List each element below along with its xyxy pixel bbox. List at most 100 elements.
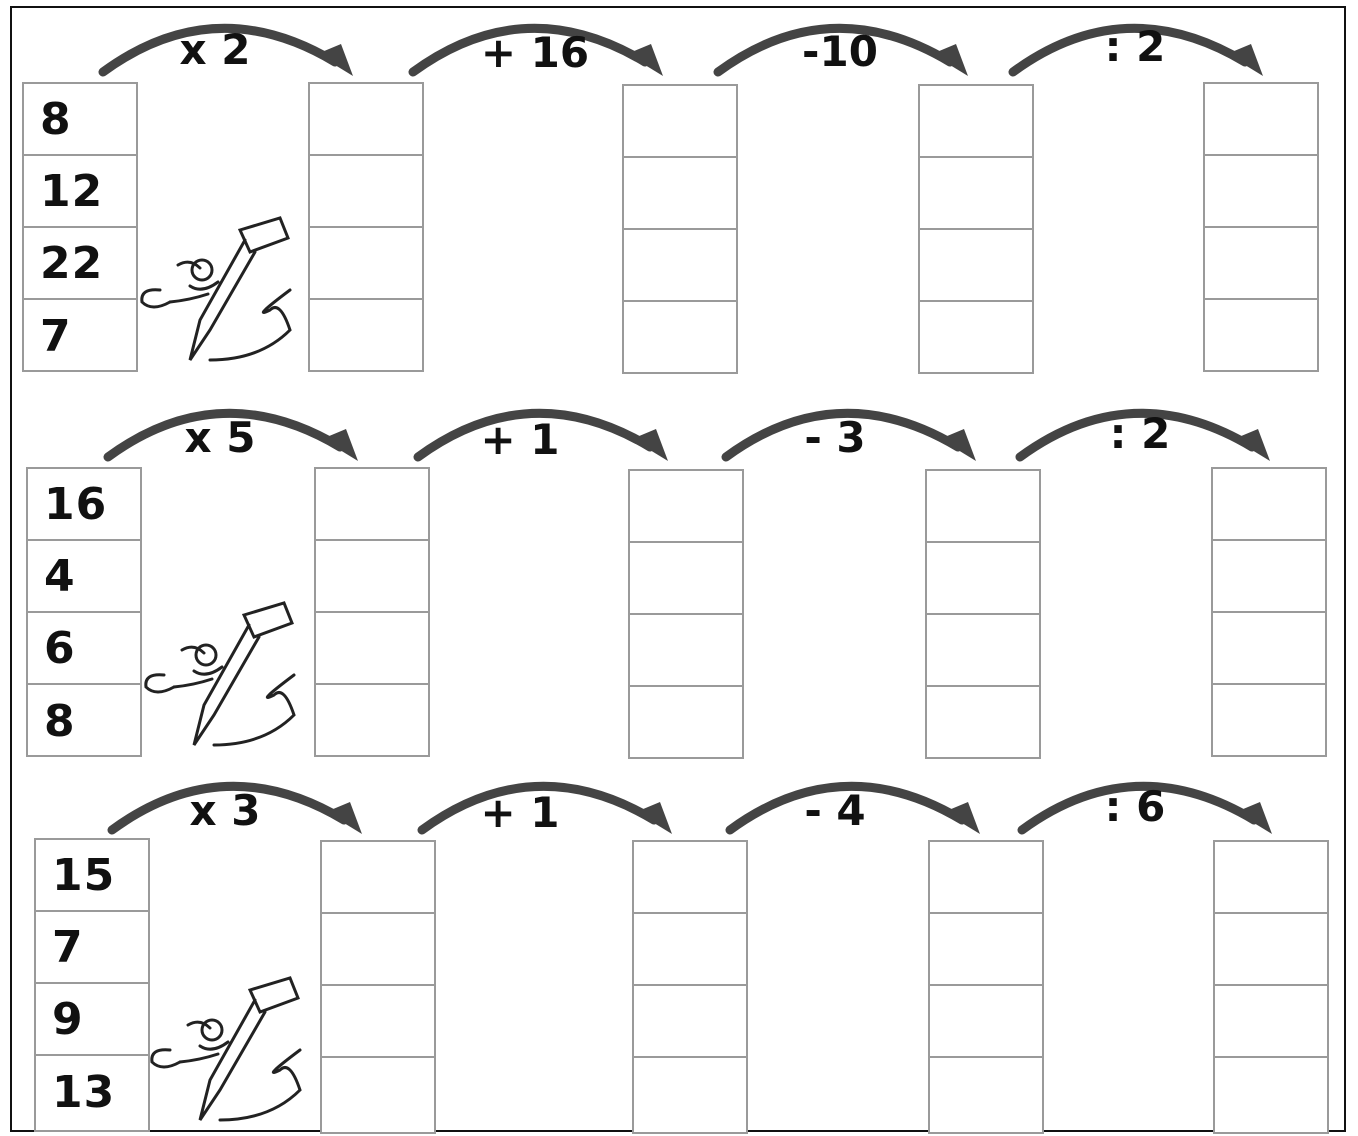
answer-box[interactable]	[927, 615, 1039, 687]
answer-column	[320, 840, 436, 1134]
operation-label: + 1	[440, 788, 600, 837]
input-cell: 7	[24, 300, 136, 372]
answer-box[interactable]	[624, 302, 736, 374]
answer-box[interactable]	[920, 230, 1032, 302]
answer-box[interactable]	[927, 687, 1039, 759]
answer-column	[1211, 467, 1327, 757]
operation-label: + 1	[440, 415, 600, 464]
operation-label: x 5	[140, 413, 300, 462]
operation-label: : 2	[1060, 409, 1220, 458]
answer-box[interactable]	[630, 543, 742, 615]
input-cell: 8	[28, 685, 140, 757]
answer-column	[314, 467, 430, 757]
exercise-section-2: x 5 + 1 - 3 : 2 16 4 6 8	[0, 385, 1358, 765]
answer-box[interactable]	[634, 842, 746, 914]
input-number: 16	[44, 479, 107, 530]
input-cell: 6	[28, 613, 140, 685]
answer-column	[1203, 82, 1319, 372]
answer-box[interactable]	[322, 914, 434, 986]
answer-box[interactable]	[920, 158, 1032, 230]
input-number: 12	[40, 166, 103, 217]
pencil-mascot-icon	[140, 970, 320, 1130]
operation-label: : 2	[1055, 22, 1215, 71]
answer-box[interactable]	[1213, 469, 1325, 541]
answer-box[interactable]	[1205, 84, 1317, 156]
answer-box[interactable]	[634, 914, 746, 986]
answer-box[interactable]	[316, 541, 428, 613]
input-column: 15 7 9 13	[34, 838, 150, 1132]
answer-column	[622, 84, 738, 374]
input-number: 8	[44, 696, 76, 747]
answer-box[interactable]	[930, 986, 1042, 1058]
answer-box[interactable]	[624, 230, 736, 302]
answer-box[interactable]	[316, 685, 428, 757]
answer-box[interactable]	[322, 1058, 434, 1130]
exercise-section-3: x 3 + 1 - 4 : 6 15 7 9 13	[0, 756, 1358, 1136]
input-number: 8	[40, 94, 72, 145]
input-cell: 4	[28, 541, 140, 613]
answer-box[interactable]	[630, 687, 742, 759]
input-cell: 15	[36, 840, 148, 912]
answer-column	[1213, 840, 1329, 1134]
operation-label: - 4	[755, 786, 915, 835]
input-cell: 8	[24, 84, 136, 156]
answer-column	[308, 82, 424, 372]
input-number: 22	[40, 238, 103, 289]
pencil-mascot-icon	[134, 595, 314, 755]
answer-box[interactable]	[624, 158, 736, 230]
answer-box[interactable]	[1205, 228, 1317, 300]
answer-box[interactable]	[920, 86, 1032, 158]
answer-column	[928, 840, 1044, 1134]
answer-box[interactable]	[1213, 613, 1325, 685]
input-number: 9	[52, 994, 84, 1045]
answer-box[interactable]	[1215, 1058, 1327, 1130]
answer-box[interactable]	[1213, 541, 1325, 613]
input-number: 13	[52, 1067, 115, 1118]
operation-label: -10	[760, 27, 920, 76]
answer-box[interactable]	[310, 156, 422, 228]
answer-box[interactable]	[316, 469, 428, 541]
answer-box[interactable]	[1215, 842, 1327, 914]
answer-column	[925, 469, 1041, 759]
input-column: 16 4 6 8	[26, 467, 142, 757]
input-number: 6	[44, 623, 76, 674]
answer-box[interactable]	[310, 84, 422, 156]
answer-box[interactable]	[310, 300, 422, 372]
answer-column	[918, 84, 1034, 374]
input-cell: 9	[36, 984, 148, 1056]
input-number: 15	[52, 850, 115, 901]
operation-label: x 2	[135, 25, 295, 74]
answer-box[interactable]	[322, 842, 434, 914]
answer-box[interactable]	[930, 1058, 1042, 1130]
answer-box[interactable]	[930, 914, 1042, 986]
answer-box[interactable]	[927, 471, 1039, 543]
answer-box[interactable]	[1213, 685, 1325, 757]
answer-box[interactable]	[1215, 986, 1327, 1058]
input-cell: 7	[36, 912, 148, 984]
answer-box[interactable]	[624, 86, 736, 158]
operation-label: : 6	[1055, 782, 1215, 831]
input-number: 7	[40, 311, 72, 362]
answer-box[interactable]	[930, 842, 1042, 914]
answer-box[interactable]	[634, 986, 746, 1058]
input-cell: 22	[24, 228, 136, 300]
answer-column	[632, 840, 748, 1134]
answer-box[interactable]	[927, 543, 1039, 615]
answer-box[interactable]	[630, 471, 742, 543]
pencil-mascot-icon	[130, 210, 310, 370]
answer-box[interactable]	[316, 613, 428, 685]
answer-box[interactable]	[630, 615, 742, 687]
answer-box[interactable]	[310, 228, 422, 300]
input-number: 7	[52, 922, 84, 973]
operation-label: + 16	[455, 28, 615, 77]
answer-box[interactable]	[634, 1058, 746, 1130]
answer-box[interactable]	[1215, 914, 1327, 986]
answer-box[interactable]	[1205, 156, 1317, 228]
exercise-section-1: x 2 + 16 -10 : 2 8 12 22 7	[0, 0, 1358, 380]
answer-box[interactable]	[920, 302, 1032, 374]
answer-box[interactable]	[1205, 300, 1317, 372]
input-cell: 13	[36, 1056, 148, 1128]
input-cell: 16	[28, 469, 140, 541]
operation-label: - 3	[755, 413, 915, 462]
answer-box[interactable]	[322, 986, 434, 1058]
